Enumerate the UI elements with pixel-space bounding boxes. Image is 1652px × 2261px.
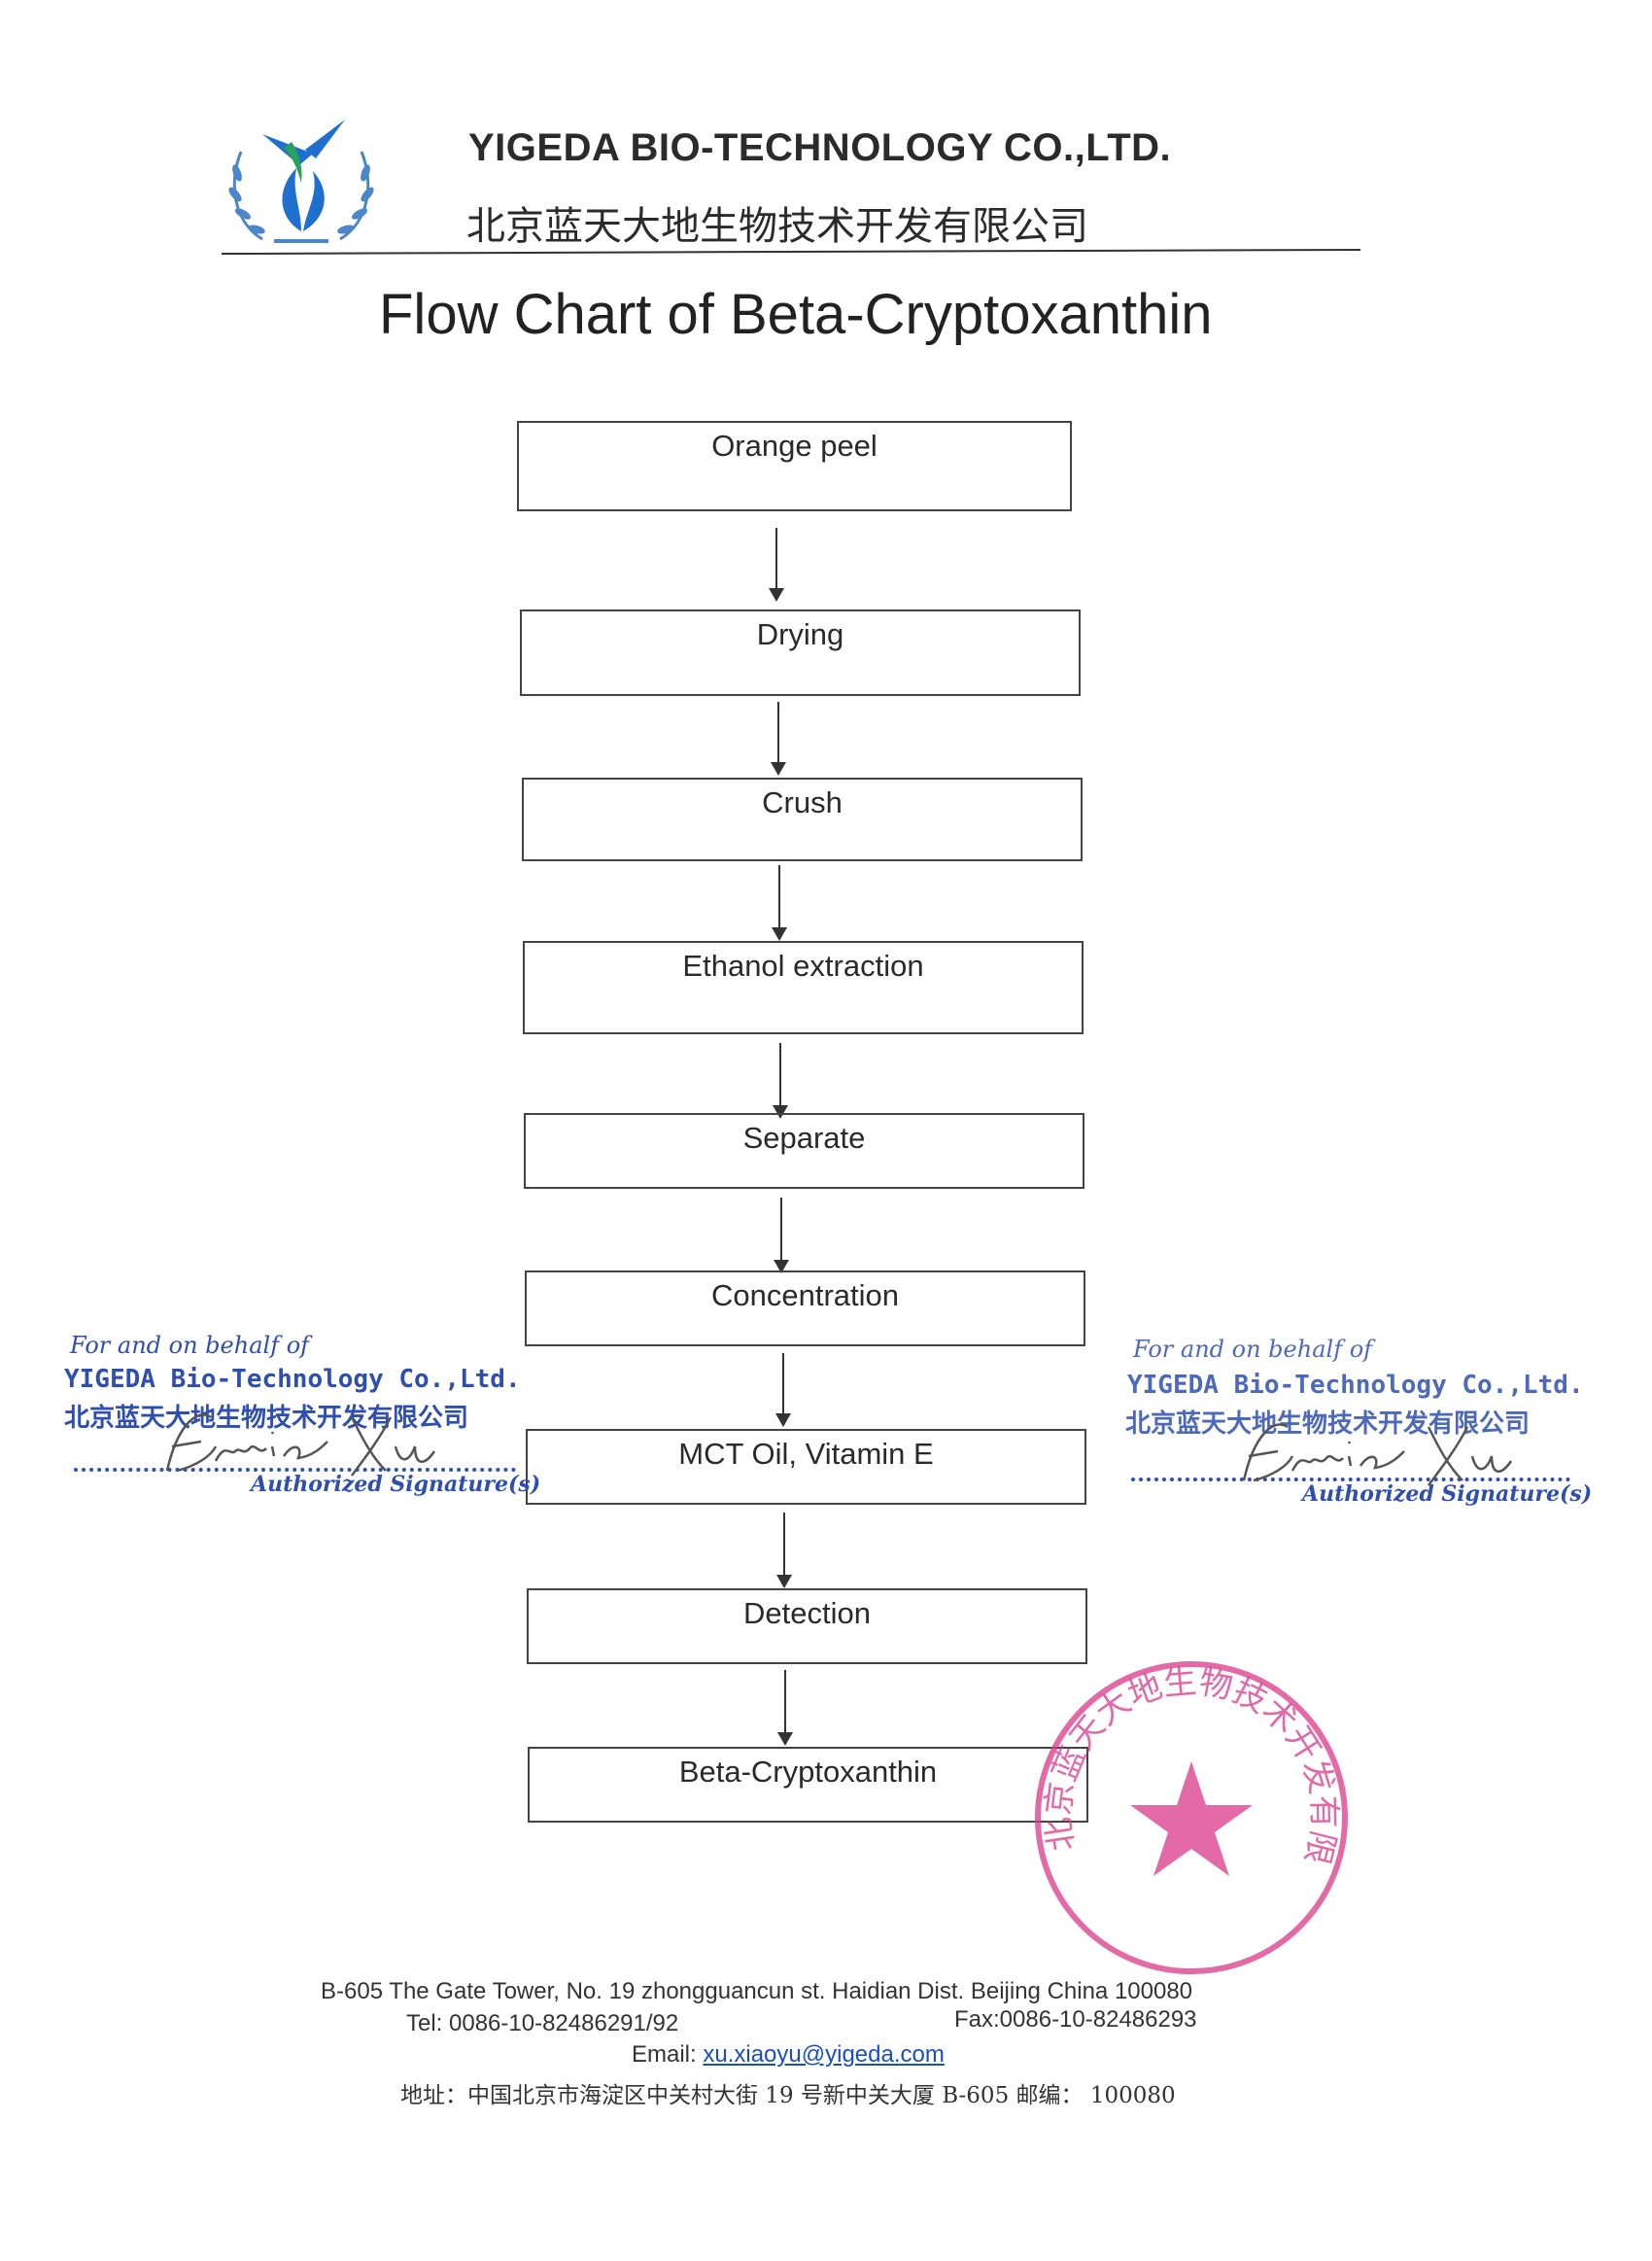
flow-step-drying: Drying bbox=[520, 609, 1081, 696]
flow-arrow bbox=[772, 865, 787, 941]
flow-arrow bbox=[775, 1353, 791, 1427]
flow-step-mct-oil-vitamin-e: MCT Oil, Vitamin E bbox=[526, 1429, 1086, 1505]
flow-arrow bbox=[773, 1043, 788, 1119]
signature-for-behalf: For and on behalf of bbox=[1133, 1336, 1373, 1363]
handwritten-signature bbox=[165, 1413, 436, 1477]
signature-company-cn: 北京蓝天大地生物技术开发有限公司 bbox=[1125, 1409, 1531, 1439]
signature-block-right: For and on behalf of YIGEDA Bio-Technolo… bbox=[1118, 1334, 1592, 1518]
flow-arrow bbox=[776, 1513, 792, 1588]
signature-company-cn: 北京蓝天大地生物技术开发有限公司 bbox=[64, 1404, 469, 1433]
footer-address-cn: 地址：中国北京市海淀区中关村大街 19 号新中关大厦 B-605 邮编： 100… bbox=[400, 2083, 1176, 2108]
footer-tel: Tel: 0086-10-82486291/92 bbox=[406, 2010, 679, 2036]
footer-email-row: Email: xu.xiaoyu@yigeda.com bbox=[632, 2041, 945, 2069]
signature-authorized-label: Authorized Signature(s) bbox=[1302, 1481, 1593, 1507]
signature-dotted-line bbox=[74, 1468, 516, 1472]
company-logo-icon bbox=[228, 120, 374, 243]
flow-step-concentration: Concentration bbox=[525, 1270, 1085, 1346]
footer-fax: Fax:0086-10-82486293 bbox=[954, 2006, 1197, 2033]
flow-step-detection: Detection bbox=[527, 1588, 1087, 1664]
flow-arrow bbox=[769, 528, 784, 602]
document-title: Flow Chart of Beta-Cryptoxanthin bbox=[379, 283, 1213, 346]
flow-step-ethanol-extraction: Ethanol extraction bbox=[523, 941, 1084, 1034]
company-name-en: YIGEDA BIO-TECHNOLOGY CO.,LTD. bbox=[468, 126, 1172, 169]
signature-block-left: For and on behalf of YIGEDA Bio-Technolo… bbox=[64, 1330, 540, 1505]
flow-step-separate: Separate bbox=[524, 1113, 1084, 1189]
company-seal-stamp: 北京蓝天大地生物技术开发有限公司 bbox=[1028, 1654, 1348, 1974]
flow-arrow bbox=[777, 1670, 793, 1746]
flow-arrow bbox=[771, 702, 786, 776]
flow-step-orange-peel: Orange peel bbox=[517, 421, 1072, 511]
signature-for-behalf: For and on behalf of bbox=[70, 1332, 310, 1359]
flow-arrow bbox=[774, 1198, 789, 1273]
signature-company-en: YIGEDA Bio-Technology Co.,Ltd. bbox=[64, 1365, 521, 1394]
handwritten-signature bbox=[1242, 1423, 1513, 1486]
footer-email-link[interactable]: xu.xiaoyu@yigeda.com bbox=[703, 2041, 945, 2068]
footer-address: B-605 The Gate Tower, No. 19 zhongguancu… bbox=[321, 1978, 1193, 2004]
signature-authorized-label: Authorized Signature(s) bbox=[251, 1472, 541, 1497]
signature-company-en: YIGEDA Bio-Technology Co.,Ltd. bbox=[1127, 1371, 1584, 1400]
flow-step-beta-cryptoxanthin: Beta-Cryptoxanthin bbox=[528, 1747, 1088, 1823]
footer-email-label: Email: bbox=[632, 2041, 704, 2068]
signature-dotted-line bbox=[1131, 1478, 1570, 1481]
company-name-cn: 北京蓝天大地生物技术开发有限公司 bbox=[466, 204, 1088, 249]
flow-step-crush: Crush bbox=[522, 778, 1083, 861]
